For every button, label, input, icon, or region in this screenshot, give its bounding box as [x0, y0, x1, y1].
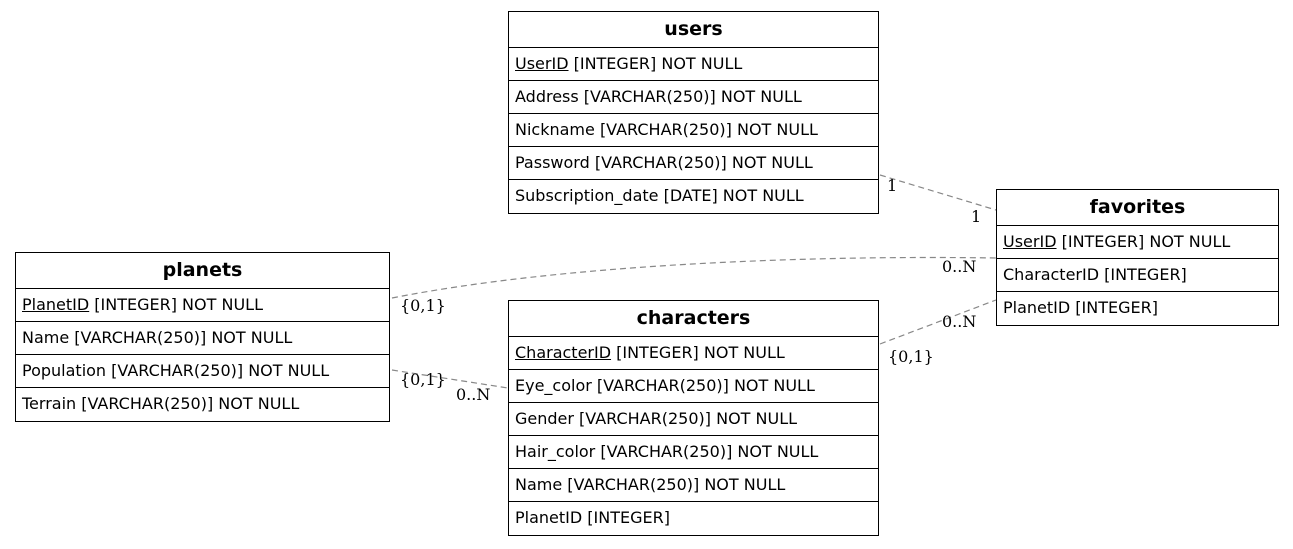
column-definition: Name [VARCHAR(250)] NOT NULL — [22, 328, 293, 347]
table-favorites: favorites UserID [INTEGER] NOT NULL Chara… — [996, 189, 1279, 326]
column-row: Terrain [VARCHAR(250)] NOT NULL — [16, 388, 389, 421]
column-definition: PlanetID [INTEGER] — [1003, 298, 1158, 317]
column-definition: Population [VARCHAR(250)] NOT NULL — [22, 361, 330, 380]
column-definition: Eye_color [VARCHAR(250)] NOT NULL — [515, 376, 815, 395]
column-definition: CharacterID [INTEGER] — [1003, 265, 1187, 284]
column-list: UserID [INTEGER] NOT NULL Address [VARCHA… — [509, 48, 878, 213]
column-definition: Address [VARCHAR(250)] NOT NULL — [515, 87, 802, 106]
column-row: Eye_color [VARCHAR(250)] NOT NULL — [509, 370, 878, 403]
table-characters: characters CharacterID [INTEGER] NOT NUL… — [508, 300, 879, 536]
column-definition: [INTEGER] NOT NULL — [611, 343, 785, 362]
column-row: Population [VARCHAR(250)] NOT NULL — [16, 355, 389, 388]
label-characters-favorites-from: {0,1} — [888, 347, 934, 366]
label-planets-favorites-from: {0,1} — [400, 296, 446, 315]
table-title: characters — [509, 301, 878, 337]
column-row: Password [VARCHAR(250)] NOT NULL — [509, 147, 878, 180]
column-definition: Subscription_date [DATE] NOT NULL — [515, 186, 804, 205]
column-row: Name [VARCHAR(250)] NOT NULL — [509, 469, 878, 502]
label-planets-characters-to: 0..N — [456, 385, 490, 404]
column-definition: Name [VARCHAR(250)] NOT NULL — [515, 475, 786, 494]
column-row: UserID [INTEGER] NOT NULL — [509, 48, 878, 81]
column-definition: [INTEGER] NOT NULL — [1056, 232, 1231, 251]
column-definition: PlanetID [INTEGER] — [515, 508, 670, 527]
column-row: Address [VARCHAR(250)] NOT NULL — [509, 81, 878, 114]
column-list: PlanetID [INTEGER] NOT NULL Name [VARCHAR… — [16, 289, 389, 421]
label-planets-favorites-to: 0..N — [942, 257, 976, 276]
primary-key-name: UserID — [1003, 232, 1057, 251]
column-definition: Terrain [VARCHAR(250)] NOT NULL — [22, 394, 300, 413]
column-definition: [INTEGER] NOT NULL — [568, 54, 743, 73]
column-row: Gender [VARCHAR(250)] NOT NULL — [509, 403, 878, 436]
column-row: Subscription_date [DATE] NOT NULL — [509, 180, 878, 213]
table-title: favorites — [997, 190, 1278, 226]
column-row: CharacterID [INTEGER] — [997, 259, 1278, 292]
table-title: planets — [16, 253, 389, 289]
label-users-favorites-to: 1 — [971, 207, 981, 226]
column-definition: Nickname [VARCHAR(250)] NOT NULL — [515, 120, 818, 139]
column-definition: [INTEGER] NOT NULL — [89, 295, 263, 314]
column-row: CharacterID [INTEGER] NOT NULL — [509, 337, 878, 370]
primary-key-name: PlanetID — [22, 295, 90, 314]
column-row: PlanetID [INTEGER] NOT NULL — [16, 289, 389, 322]
column-definition: Gender [VARCHAR(250)] NOT NULL — [515, 409, 798, 428]
edge-characters-favorites — [879, 299, 997, 345]
column-row: Nickname [VARCHAR(250)] NOT NULL — [509, 114, 878, 147]
column-definition: Hair_color [VARCHAR(250)] NOT NULL — [515, 442, 819, 461]
column-row: PlanetID [INTEGER] — [997, 292, 1278, 325]
primary-key-name: CharacterID — [515, 343, 612, 362]
table-users: users UserID [INTEGER] NOT NULL Address [… — [508, 11, 879, 214]
column-row: UserID [INTEGER] NOT NULL — [997, 226, 1278, 259]
label-users-favorites-from: 1 — [887, 176, 897, 195]
primary-key-name: UserID — [515, 54, 569, 73]
column-row: Name [VARCHAR(250)] NOT NULL — [16, 322, 389, 355]
edge-planets-favorites — [391, 256, 997, 299]
column-list: UserID [INTEGER] NOT NULL CharacterID [IN… — [997, 226, 1278, 325]
edge-users-favorites — [879, 174, 997, 211]
table-planets: planets PlanetID [INTEGER] NOT NULL Name … — [15, 252, 390, 422]
edge-planets-characters — [391, 369, 509, 389]
label-planets-characters-from: {0,1} — [400, 370, 446, 389]
column-list: CharacterID [INTEGER] NOT NULL Eye_color … — [509, 337, 878, 535]
table-title: users — [509, 12, 878, 48]
label-characters-favorites-to: 0..N — [942, 312, 976, 331]
column-definition: Password [VARCHAR(250)] NOT NULL — [515, 153, 813, 172]
column-row: Hair_color [VARCHAR(250)] NOT NULL — [509, 436, 878, 469]
column-row: PlanetID [INTEGER] — [509, 502, 878, 535]
